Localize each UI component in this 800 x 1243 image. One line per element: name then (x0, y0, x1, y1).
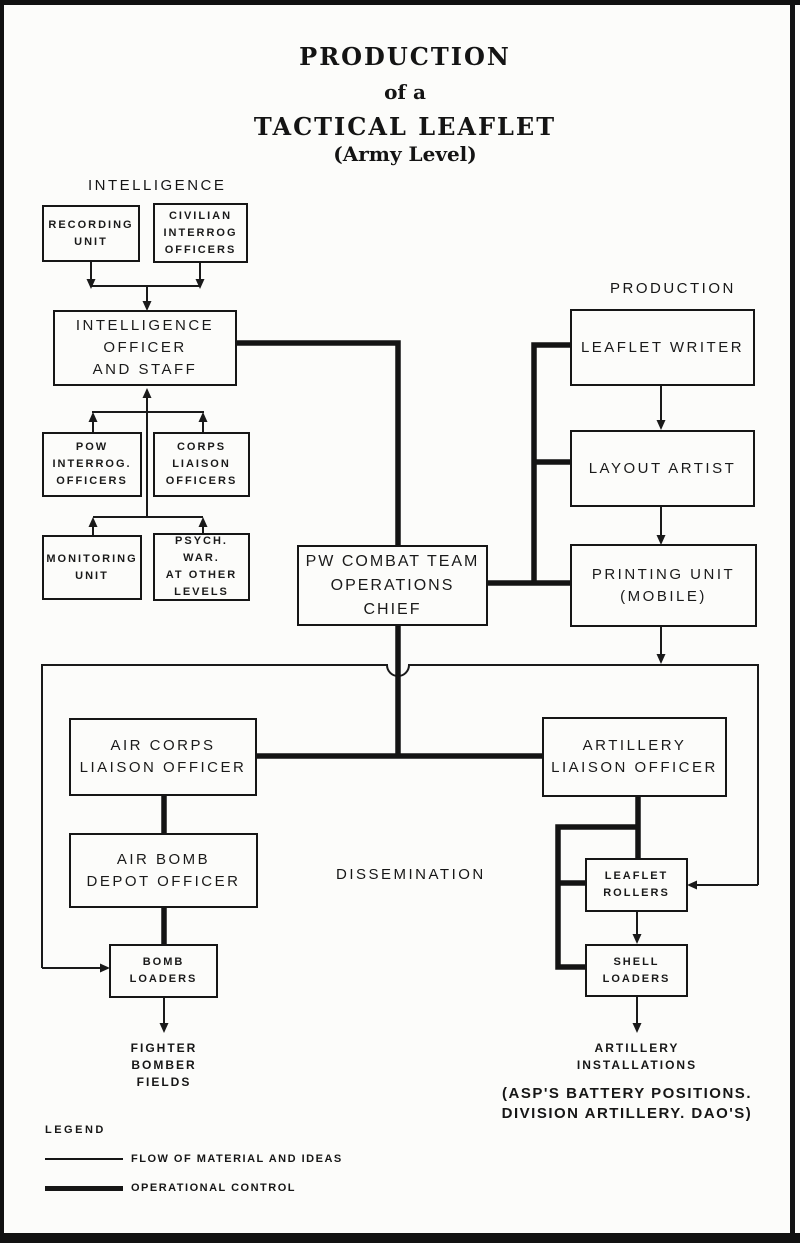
arrow-up-icon (198, 517, 208, 527)
arrow-left-icon (687, 880, 697, 890)
page-title: PRODUCTION of a TACTICAL LEAFLET (Army L… (155, 42, 655, 166)
box-recording-unit: RECORDING UNIT (42, 205, 140, 262)
title-line-production: PRODUCTION (299, 42, 511, 71)
arrow-down-icon (656, 535, 666, 545)
title-line-tactical-leaflet: TACTICAL LEAFLET (253, 112, 557, 141)
box-psych-war-other-levels: PSYCH. WAR. AT OTHER LEVELS (153, 533, 250, 601)
box-monitoring-unit: MONITORING UNIT (42, 535, 142, 600)
legend-control-label: OPERATIONAL CONTROL (131, 1182, 296, 1194)
legend-thick-line-sample (45, 1185, 123, 1191)
arrow-down-icon (86, 279, 96, 289)
arrow-right-icon (100, 963, 110, 973)
legend-heading: LEGEND (45, 1124, 106, 1136)
arrow-down-icon (195, 279, 205, 289)
legend-thin-line-sample (45, 1158, 123, 1160)
title-line-army-level: (Army Level) (333, 142, 477, 166)
box-civilian-interrog-officers: CIVILIAN INTERROG OFFICERS (153, 203, 248, 263)
control-artillery-branch (555, 824, 638, 970)
box-bomb-loaders: BOMB LOADERS (109, 944, 218, 998)
label-artillery-note: (ASP'S BATTERY POSITIONS. DIVISION ARTIL… (501, 1085, 753, 1122)
flow-arrowheads (86, 279, 697, 1033)
box-intelligence-officer-and-staff: INTELLIGENCE OFFICER AND STAFF (53, 310, 237, 386)
arrow-down-icon (632, 934, 642, 944)
section-label-production: PRODUCTION (610, 280, 736, 297)
box-printing-unit-mobile: PRINTING UNIT (MOBILE) (570, 544, 757, 627)
arrow-up-icon (88, 517, 98, 527)
legend-row-flow: FLOW OF MATERIAL AND IDEAS (45, 1153, 385, 1165)
label-artillery-installations: ARTILLERY INSTALLATIONS (576, 1041, 698, 1072)
legend-row-control: OPERATIONAL CONTROL (45, 1182, 385, 1194)
legend: LEGEND FLOW OF MATERIAL AND IDEAS OPERAT… (45, 1124, 385, 1194)
box-layout-artist: LAYOUT ARTIST (570, 430, 755, 507)
arrow-down-icon (159, 1023, 169, 1033)
arrow-up-icon (88, 412, 98, 422)
box-corps-liaison-officers: CORPS LIAISON OFFICERS (153, 432, 250, 497)
title-line-of-a: of a (384, 80, 426, 104)
arrow-down-icon (142, 301, 152, 311)
box-pw-combat-team-operations-chief: PW COMBAT TEAM OPERATIONS CHIEF (297, 545, 488, 626)
box-leaflet-writer: LEAFLET WRITER (570, 309, 755, 386)
box-air-corps-liaison-officer: AIR CORPS LIAISON OFFICER (69, 718, 257, 796)
box-pow-interrog-officers: POW INTERROG. OFFICERS (42, 432, 142, 497)
control-intel-to-pwteam (237, 340, 401, 547)
section-label-dissemination: DISSEMINATION (336, 866, 486, 883)
arrow-up-icon (142, 388, 152, 398)
legend-flow-label: FLOW OF MATERIAL AND IDEAS (131, 1153, 343, 1165)
section-label-intelligence: INTELLIGENCE (88, 177, 227, 194)
box-artillery-liaison-officer: ARTILLERY LIAISON OFFICER (542, 717, 727, 797)
label-fighter-bomber-fields: FIGHTER BOMBER FIELDS (130, 1041, 198, 1089)
arrow-down-icon (632, 1023, 642, 1033)
box-air-bomb-depot-officer: AIR BOMB DEPOT OFFICER (69, 833, 258, 908)
arrow-up-icon (198, 412, 208, 422)
operational-control-lines (161, 340, 641, 970)
box-shell-loaders: SHELL LOADERS (585, 944, 688, 997)
arrow-down-icon (656, 420, 666, 430)
control-production-spine (531, 342, 570, 583)
arrow-down-icon (656, 654, 666, 664)
box-leaflet-rollers: LEAFLET ROLLERS (585, 858, 688, 912)
